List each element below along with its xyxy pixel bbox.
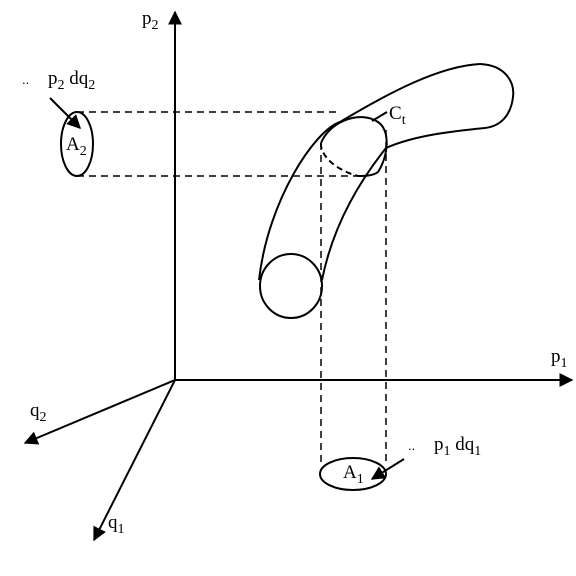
a1-pointer-arrow <box>370 458 405 480</box>
integrand2-label: p2 dq2 <box>48 68 95 93</box>
p1-axis-label: p1 <box>551 346 568 371</box>
a2-label: A2 <box>66 134 87 159</box>
q2-axis-label: q2 <box>30 400 47 425</box>
tube-start-cross-section <box>259 253 323 319</box>
ct-pointer <box>371 111 388 122</box>
projection-lines <box>77 111 387 466</box>
ct-label: Ct <box>389 103 406 128</box>
projected-areas <box>60 111 387 491</box>
axes <box>23 10 574 542</box>
ct-cross-section-hidden <box>320 142 359 177</box>
q1-axis-label: q1 <box>108 512 125 537</box>
tube-top-edge <box>339 63 481 123</box>
a2-pointer-arrow <box>49 97 81 129</box>
q2-axis <box>23 379 176 445</box>
integrand2-dots: .. <box>22 72 29 87</box>
phase-tube <box>258 63 515 319</box>
area-a2-ellipse <box>60 111 94 177</box>
integrand1-label: p1 dq1 <box>434 434 481 459</box>
tube-end-cap <box>479 63 515 129</box>
tube-outer-edge <box>321 147 387 281</box>
integrand1-dots: .. <box>408 438 415 453</box>
p2-axis-label: p2 <box>142 8 159 33</box>
pointer-arrows <box>49 97 405 480</box>
tube-bottom-edge <box>385 127 486 149</box>
a1-label: A1 <box>343 462 364 487</box>
q1-axis <box>93 379 176 542</box>
tube-inner-edge <box>258 121 341 281</box>
ct-cross-section-front <box>320 116 388 177</box>
